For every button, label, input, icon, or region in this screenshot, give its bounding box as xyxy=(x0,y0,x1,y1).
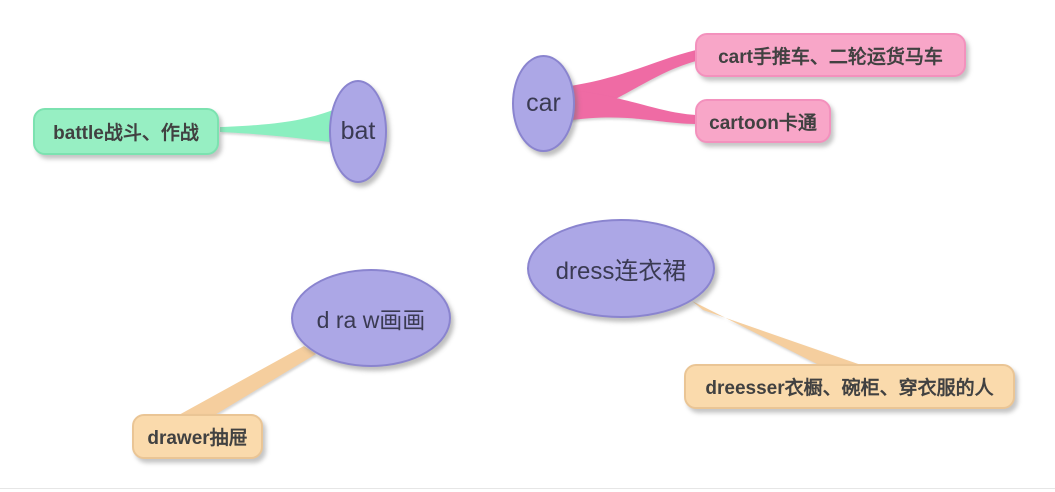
subtopic-dreesser-label: dreesser衣橱、碗柜、穿衣服的人 xyxy=(705,378,994,399)
subtopic-battle-label: battle战斗、作战 xyxy=(53,123,199,144)
bottom-divider xyxy=(0,488,1055,489)
topic-dress[interactable]: dress连衣裙 xyxy=(527,219,715,318)
topic-bat[interactable]: bat xyxy=(329,80,387,183)
subtopic-cart[interactable]: cart手推车、二轮运货马车 xyxy=(695,33,966,77)
topic-car[interactable]: car xyxy=(512,55,575,152)
subtopic-drawer-label: drawer抽屉 xyxy=(147,428,248,449)
subtopic-cart-label: cart手推车、二轮运货马车 xyxy=(718,46,943,68)
subtopic-dreesser[interactable]: dreesser衣橱、碗柜、穿衣服的人 xyxy=(684,364,1015,409)
topic-dress-label: dress连衣裙 xyxy=(555,258,687,285)
topic-draw-label: d ra w画画 xyxy=(316,307,426,333)
subtopic-cartoon-label: cartoon卡通 xyxy=(709,112,817,134)
subtopic-drawer[interactable]: drawer抽屉 xyxy=(132,414,263,459)
subtopic-cartoon[interactable]: cartoon卡通 xyxy=(695,99,831,143)
subtopic-battle[interactable]: battle战斗、作战 xyxy=(33,108,219,155)
branch-bat-battle xyxy=(220,110,333,142)
topic-draw[interactable]: d ra w画画 xyxy=(291,269,451,367)
branch-dress-dreesser xyxy=(692,301,864,366)
branch-car-cart xyxy=(564,50,696,122)
topic-bat-label: bat xyxy=(340,117,376,145)
topic-car-label: car xyxy=(526,89,561,117)
branch-draw-drawer xyxy=(177,346,316,416)
branch-car-cartoon xyxy=(564,89,696,124)
